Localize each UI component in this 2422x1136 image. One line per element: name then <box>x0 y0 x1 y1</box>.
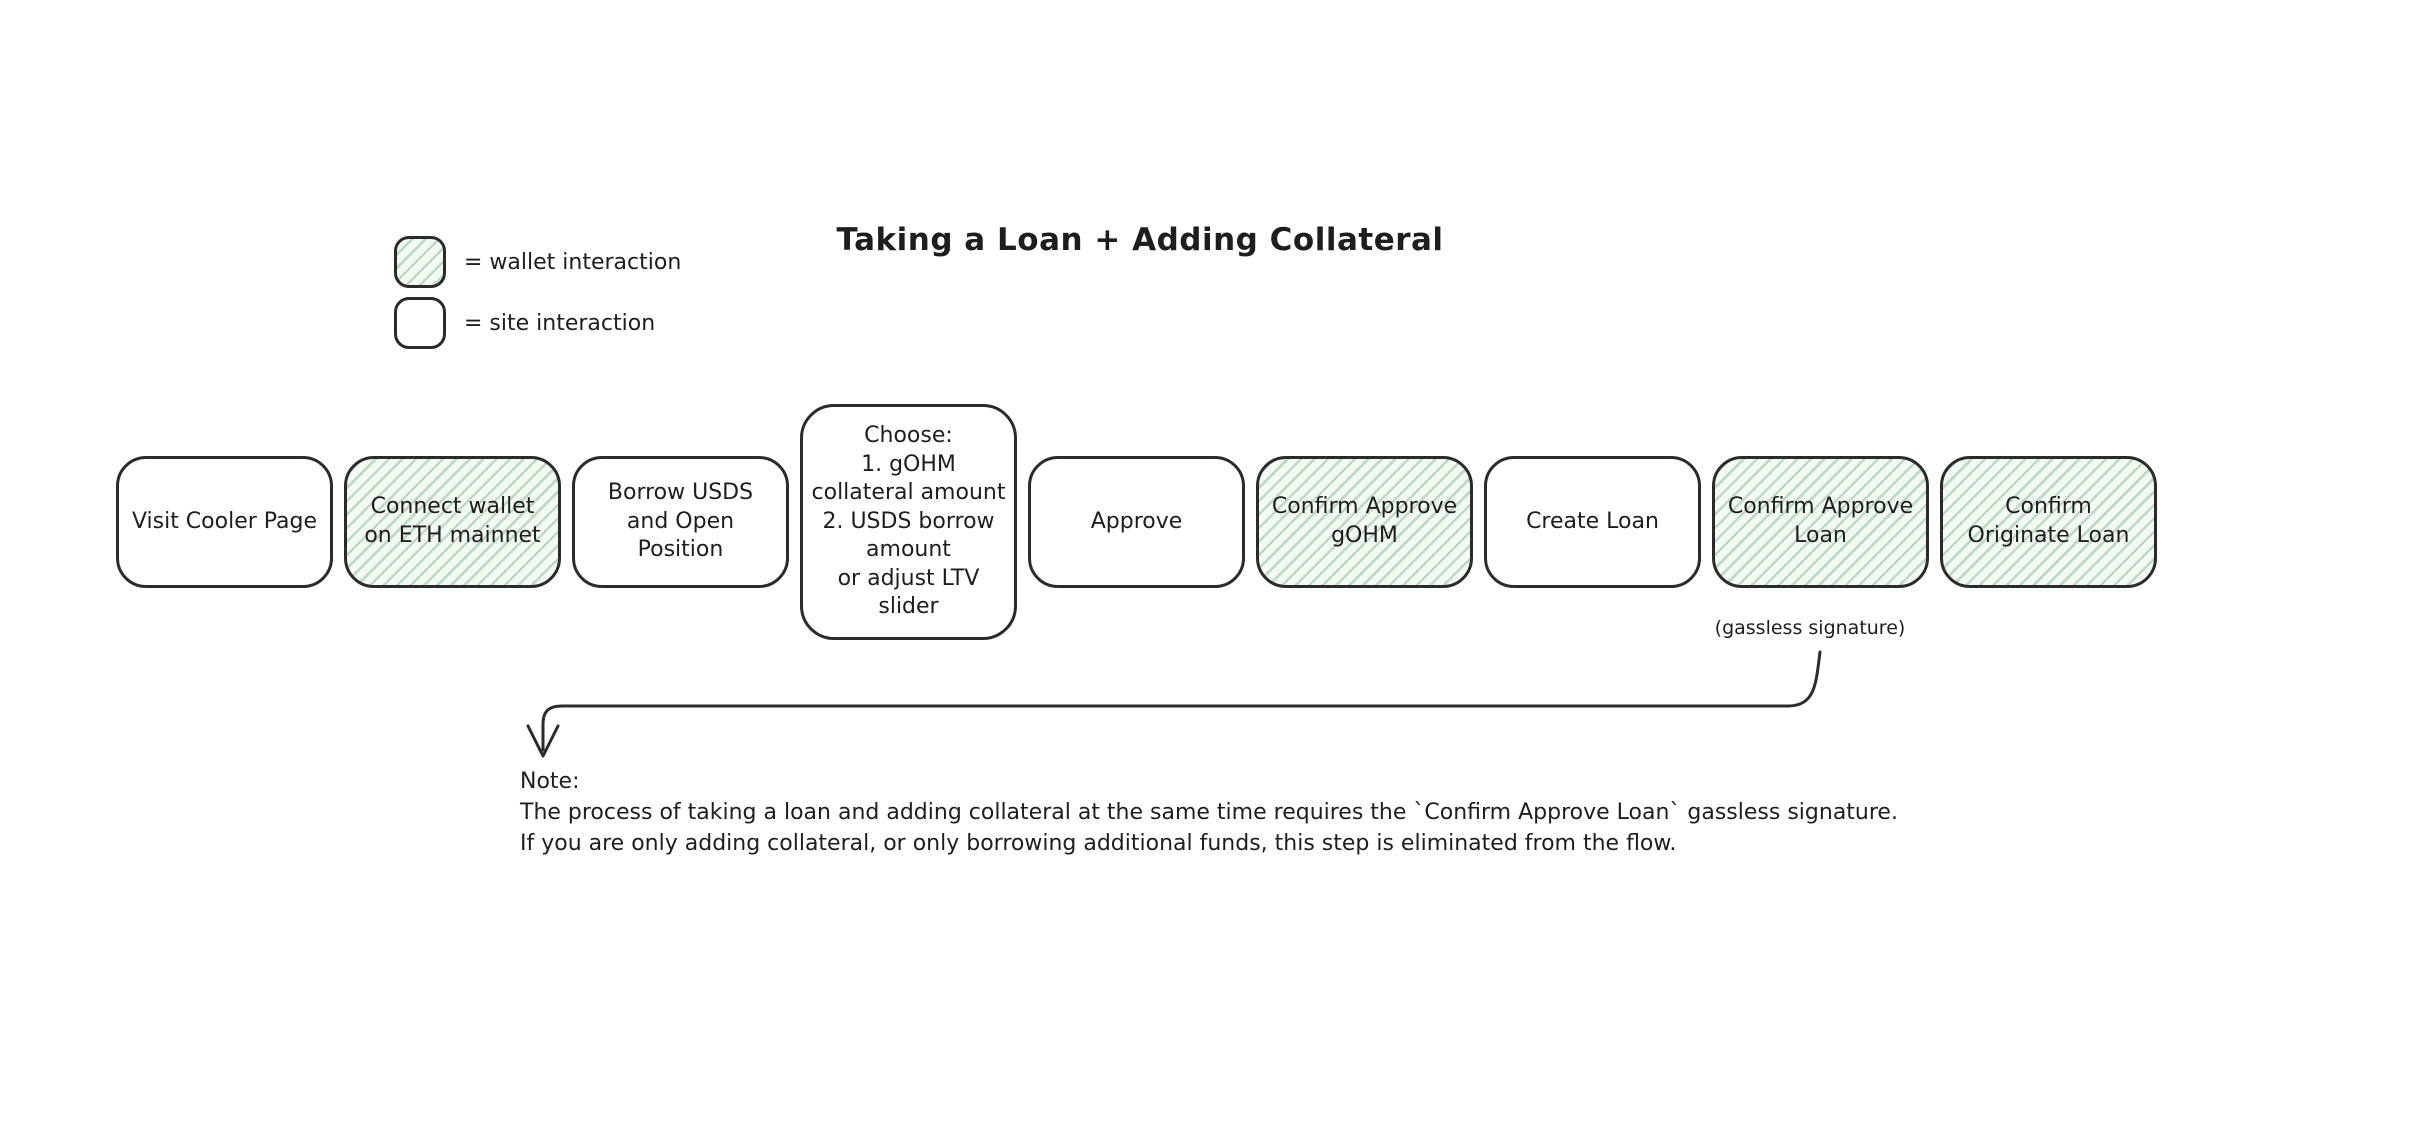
flow-row: Visit Cooler Page Connect wallet on ETH … <box>116 404 2157 640</box>
step-label: Borrow USDS and Open Position <box>607 480 754 563</box>
step-confirm-originate-loan: Confirm Originate Loan <box>1940 456 2157 588</box>
wallet-swatch-icon <box>394 236 446 288</box>
legend-item-wallet: = wallet interaction <box>394 236 681 288</box>
step-connect-wallet: Connect wallet on ETH mainnet <box>344 456 561 588</box>
step-label: Confirm Approve gOHM <box>1271 494 1458 548</box>
legend-label-wallet: = wallet interaction <box>464 249 682 275</box>
step-confirm-approve-gohm: Confirm Approve gOHM <box>1256 456 1473 588</box>
note: Note: The process of taking a loan and a… <box>520 766 1898 859</box>
step-borrow-usds-open-position: Borrow USDS and Open Position <box>572 456 789 588</box>
legend: = wallet interaction = site interaction <box>394 236 681 349</box>
site-swatch-icon <box>394 297 446 349</box>
step-choose-amounts: Choose: 1. gOHM collateral amount 2. USD… <box>800 404 1017 640</box>
diagram-title: Taking a Loan + Adding Collateral <box>836 222 1444 258</box>
step-label: Choose: 1. gOHM collateral amount 2. USD… <box>811 422 1006 620</box>
step-label: Confirm Originate Loan <box>1967 494 2130 548</box>
step-create-loan: Create Loan <box>1484 456 1701 588</box>
step-label: Approve <box>1090 508 1183 534</box>
note-heading: Note: <box>520 769 580 794</box>
note-line: The process of taking a loan and adding … <box>520 800 1898 825</box>
step-label: Connect wallet on ETH mainnet <box>364 494 541 548</box>
step-approve: Approve <box>1028 456 1245 588</box>
legend-label-site: = site interaction <box>464 310 656 336</box>
gassless-signature-label: (gassless signature) <box>1714 617 1906 639</box>
step-label: Confirm Approve Loan <box>1727 494 1914 548</box>
step-label: Create Loan <box>1526 508 1659 534</box>
step-visit-cooler-page: Visit Cooler Page <box>116 456 333 588</box>
step-label: Visit Cooler Page <box>131 508 318 534</box>
legend-item-site: = site interaction <box>394 297 681 349</box>
step-confirm-approve-loan: Confirm Approve Loan <box>1712 456 1929 588</box>
note-line: If you are only adding collateral, or on… <box>520 831 1677 856</box>
